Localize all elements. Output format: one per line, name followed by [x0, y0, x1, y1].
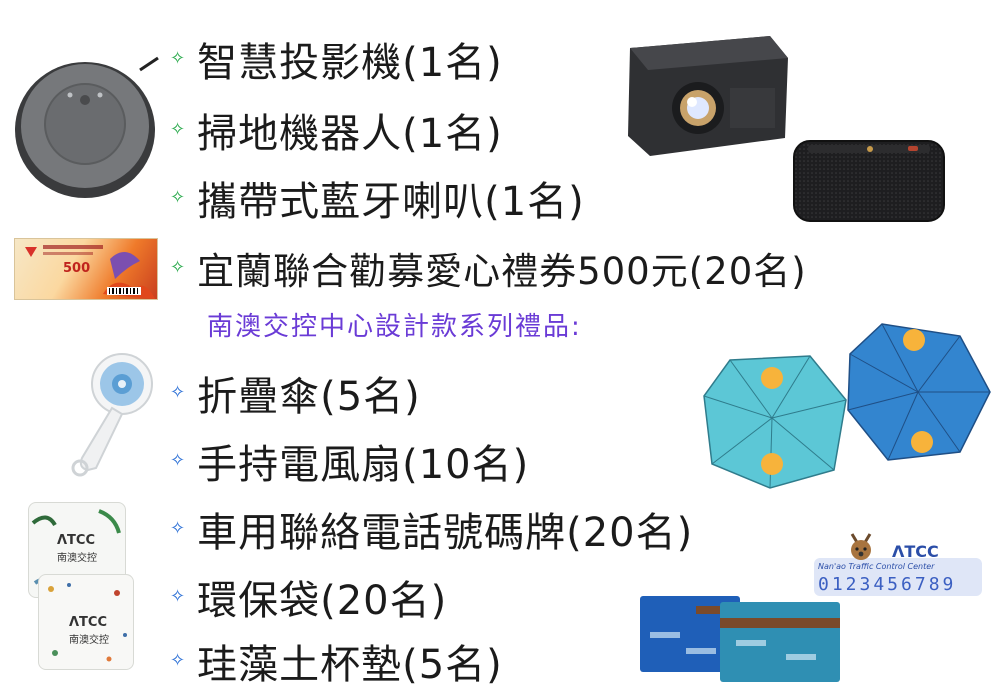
prize-item-voucher: ✧ 宜蘭聯合勸募愛心禮券500元(20名) — [170, 241, 807, 295]
deer-mascot-icon — [814, 533, 982, 596]
prize-item-speaker: ✧ 攜帶式藍牙喇叭(1名) — [170, 169, 585, 227]
umbrella-teal-image — [703, 355, 847, 489]
prize-item-fan: ✧ 手持電風扇(10名) — [170, 432, 529, 490]
projector-image — [628, 36, 788, 156]
prize-item-robot-vacuum: ✧ 掃地機器人(1名) — [170, 101, 503, 159]
prize-item-coaster: ✧ 珪藻土杯墊(5名) — [170, 632, 503, 688]
coaster-brand: ΛTCC — [69, 615, 108, 630]
prize-label: 手持電風扇(10名) — [197, 442, 530, 488]
voucher-artwork — [25, 245, 155, 299]
plate-number: 0123456789 — [818, 574, 957, 595]
sparkle-icon: ✧ — [170, 450, 186, 471]
prize-item-eco-bag: ✧ 環保袋(20名) — [170, 568, 447, 626]
prize-label: 珪藻土杯墊(5名) — [197, 642, 503, 688]
series-title: 南澳交控中心設計款系列禮品: — [207, 312, 582, 342]
coaster-brand: ΛTCC — [57, 533, 96, 548]
phone-number-plate-image: ΛTCC Nan'ao Traffic Control Center 01234… — [812, 528, 984, 598]
handheld-fan-image — [71, 353, 153, 477]
charity-voucher-image: 500 — [14, 238, 158, 300]
terrazzo-pattern — [48, 583, 127, 662]
prize-label: 車用聯絡電話號碼牌(20名) — [197, 510, 694, 556]
bluetooth-speaker-image — [793, 140, 945, 222]
sparkle-icon: ✧ — [170, 187, 186, 208]
prize-item-phone-plate: ✧ 車用聯絡電話號碼牌(20名) — [170, 500, 693, 558]
eco-bag-image — [640, 596, 840, 682]
coaster-image-terrazzo: ΛTCC 南澳交控 — [38, 574, 134, 670]
robot-vacuum-image — [15, 56, 159, 198]
prize-label: 掃地機器人(1名) — [197, 111, 503, 157]
voucher-amount: 500 — [63, 261, 91, 276]
coaster-name: 南澳交控 — [69, 635, 109, 646]
sparkle-icon: ✧ — [170, 119, 186, 140]
prize-item-umbrella: ✧ 折疊傘(5名) — [170, 364, 421, 422]
sparkle-icon: ✧ — [170, 48, 186, 69]
sparkle-icon: ✧ — [170, 518, 186, 539]
prize-label: 環保袋(20名) — [197, 578, 448, 624]
prize-label: 折疊傘(5名) — [197, 374, 421, 420]
umbrella-blue-image — [847, 323, 991, 461]
sparkle-icon: ✧ — [170, 382, 186, 403]
coaster-name: 南澳交控 — [57, 553, 97, 564]
plate-brand: ΛTCC — [892, 542, 939, 561]
sparkle-icon: ✧ — [170, 650, 186, 671]
plate-center-name: Nan'ao Traffic Control Center — [818, 562, 935, 571]
prize-label: 宜蘭聯合勸募愛心禮券500元(20名) — [197, 250, 807, 293]
prize-item-projector: ✧ 智慧投影機(1名) — [170, 30, 503, 88]
sparkle-icon: ✧ — [170, 257, 186, 278]
prize-label: 智慧投影機(1名) — [197, 40, 503, 86]
sparkle-icon: ✧ — [170, 586, 186, 607]
prize-label: 攜帶式藍牙喇叭(1名) — [197, 179, 585, 225]
